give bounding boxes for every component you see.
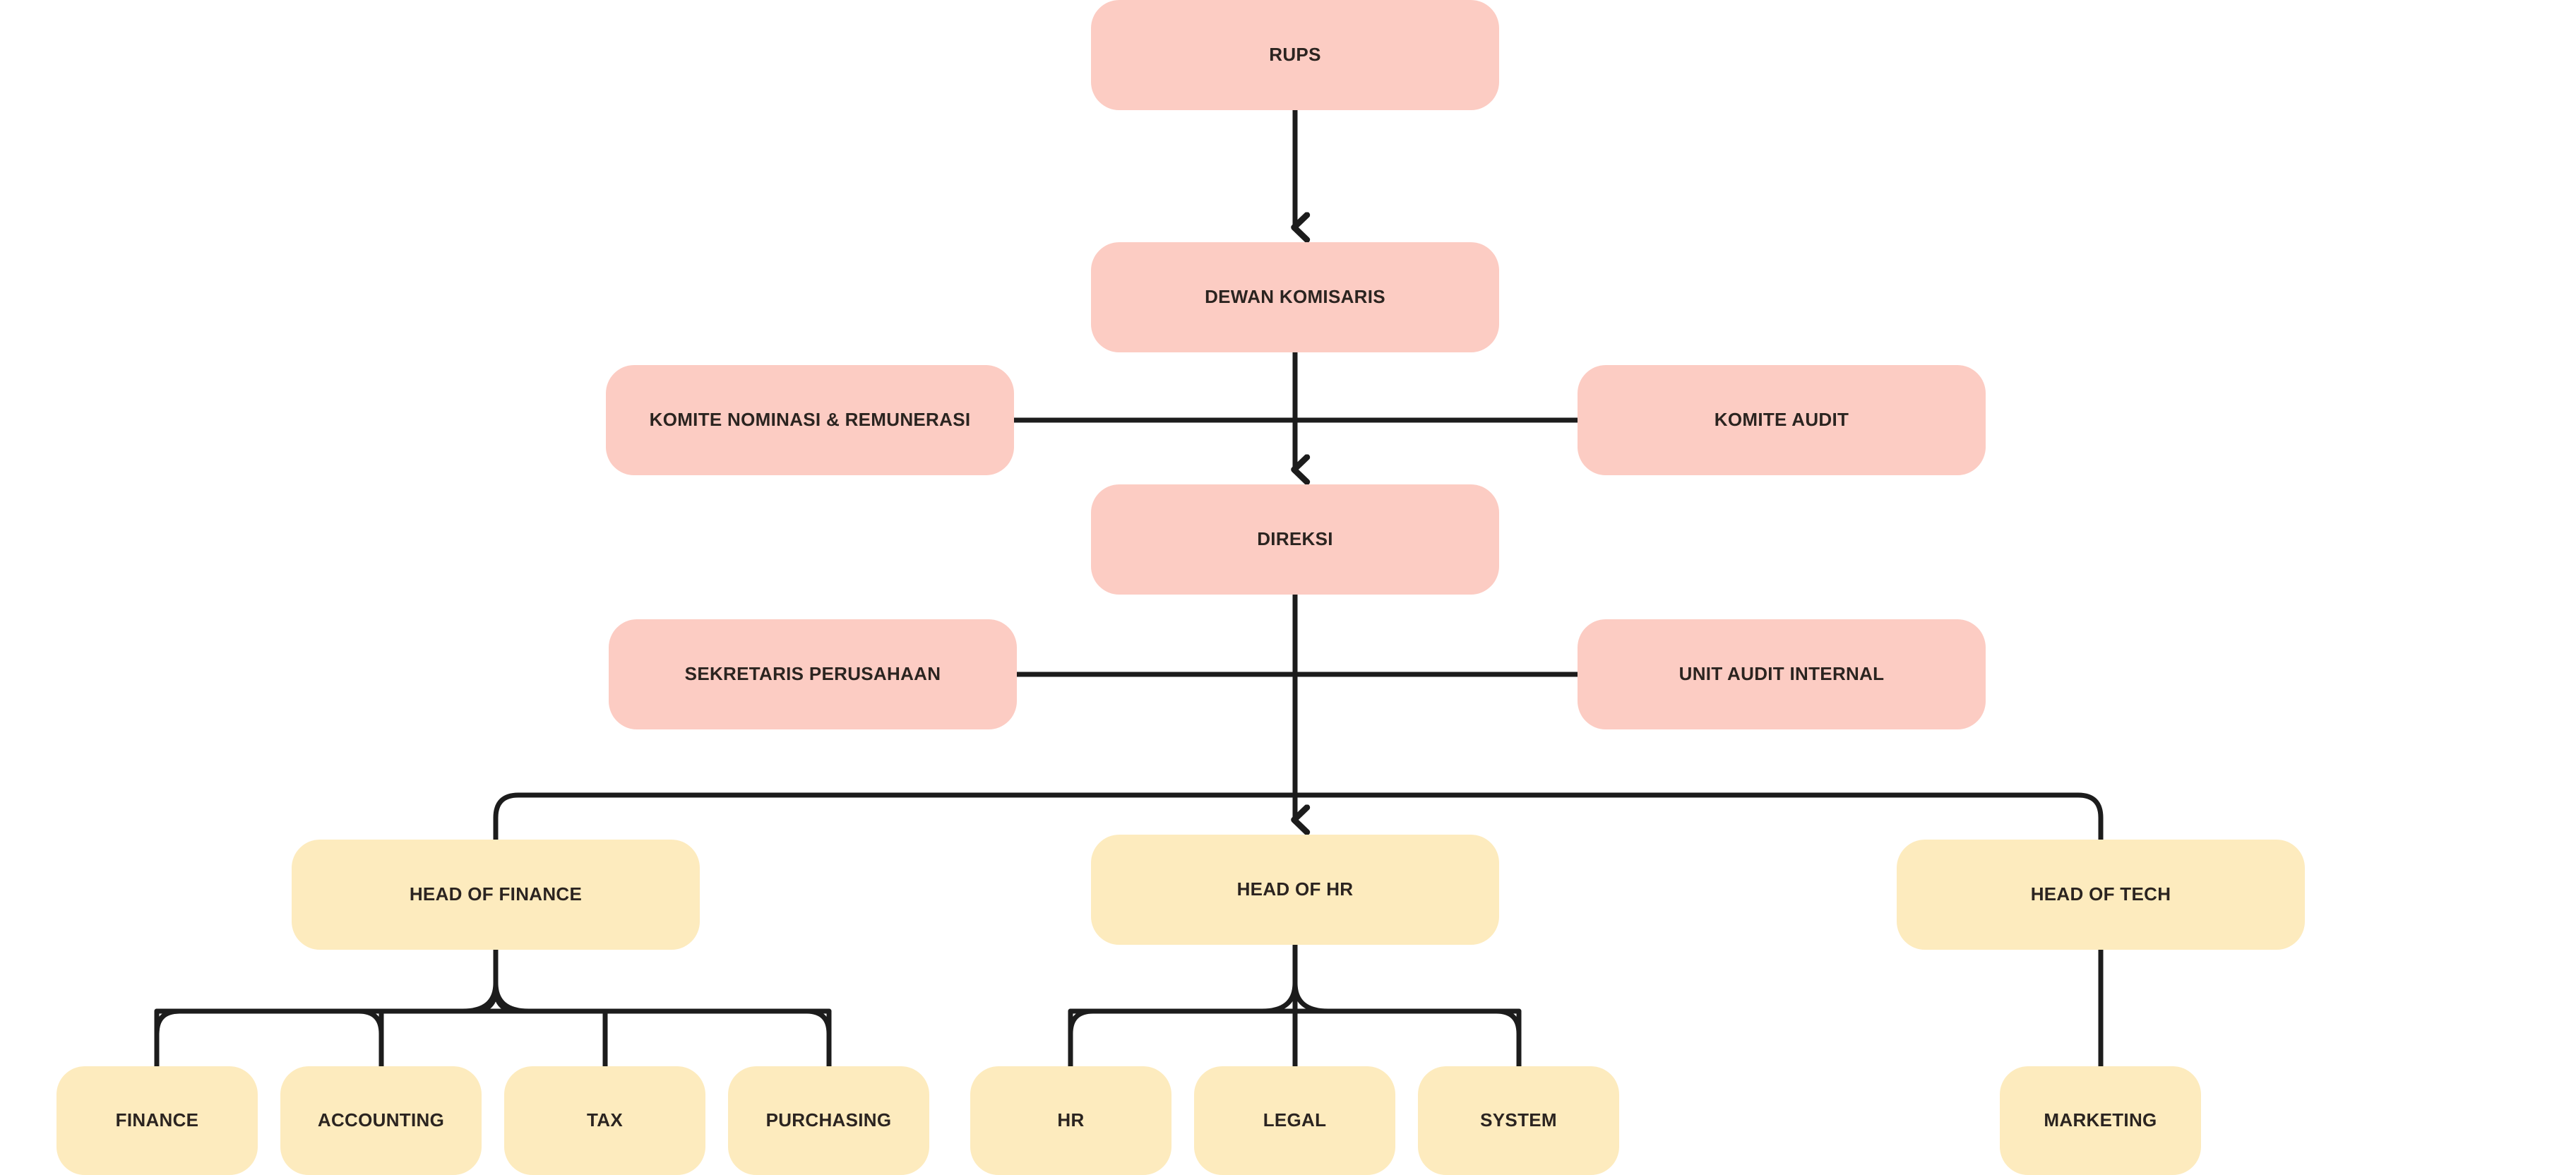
node-sekretaris-perusahaan-label: SEKRETARIS PERUSAHAAN <box>684 663 941 685</box>
node-head-of-tech-label: HEAD OF TECH <box>2030 883 2171 905</box>
node-tax-label: TAX <box>587 1109 623 1131</box>
node-komite-nominasi-remunerasi-label: KOMITE NOMINASI & REMUNERASI <box>649 409 971 431</box>
edge-headhr-corner-left <box>1068 1008 1096 1069</box>
node-hr[interactable]: HR <box>970 1066 1171 1175</box>
node-head-of-finance[interactable]: HEAD OF FINANCE <box>292 840 700 950</box>
node-sekretaris-perusahaan[interactable]: SEKRETARIS PERUSAHAAN <box>609 619 1017 729</box>
node-accounting[interactable]: ACCOUNTING <box>280 1066 482 1175</box>
node-dewan-komisaris[interactable]: DEWAN KOMISARIS <box>1091 242 1499 352</box>
node-accounting-label: ACCOUNTING <box>317 1109 445 1131</box>
node-unit-audit-internal[interactable]: UNIT AUDIT INTERNAL <box>1578 619 1986 729</box>
edge-headfin-corner-right <box>804 1008 832 1069</box>
edge-headhr-corner-right <box>1493 1008 1522 1069</box>
node-head-of-tech[interactable]: HEAD OF TECH <box>1897 840 2305 950</box>
node-system-label: SYSTEM <box>1480 1109 1557 1131</box>
node-direksi-label: DIREKSI <box>1257 528 1333 550</box>
node-head-of-hr[interactable]: HEAD OF HR <box>1091 835 1499 945</box>
node-marketing-label: MARKETING <box>2044 1109 2157 1131</box>
node-komite-audit[interactable]: KOMITE AUDIT <box>1578 365 1986 475</box>
node-direksi[interactable]: DIREKSI <box>1091 484 1499 595</box>
node-marketing[interactable]: MARKETING <box>2000 1066 2201 1175</box>
node-komite-nominasi-remunerasi[interactable]: KOMITE NOMINASI & REMUNERASI <box>606 365 1014 475</box>
node-komite-audit-label: KOMITE AUDIT <box>1714 409 1849 431</box>
edge-headfin-corner-left <box>154 1008 182 1069</box>
node-unit-audit-internal-label: UNIT AUDIT INTERNAL <box>1678 663 1885 685</box>
node-tax[interactable]: TAX <box>504 1066 705 1175</box>
node-legal-label: LEGAL <box>1263 1109 1327 1131</box>
node-finance-label: FINANCE <box>115 1109 199 1131</box>
node-hr-label: HR <box>1057 1109 1085 1131</box>
edge-headfin-saddle <box>460 980 532 1014</box>
node-head-of-hr-label: HEAD OF HR <box>1236 878 1354 900</box>
node-purchasing[interactable]: PURCHASING <box>728 1066 929 1175</box>
node-finance[interactable]: FINANCE <box>56 1066 258 1175</box>
node-purchasing-label: PURCHASING <box>765 1109 892 1131</box>
node-dewan-komisaris-label: DEWAN KOMISARIS <box>1205 286 1385 308</box>
edge-direksi-heads-bus <box>493 792 2104 842</box>
node-head-of-finance-label: HEAD OF FINANCE <box>409 883 583 905</box>
edge-headhr-saddle <box>1259 980 1331 1014</box>
node-system[interactable]: SYSTEM <box>1418 1066 1619 1175</box>
node-legal[interactable]: LEGAL <box>1194 1066 1395 1175</box>
edge-headfin-accounting <box>356 986 521 1069</box>
edge-headfin-stem <box>154 947 499 1069</box>
node-rups-label: RUPS <box>1269 44 1321 66</box>
node-rups[interactable]: RUPS <box>1091 0 1499 110</box>
